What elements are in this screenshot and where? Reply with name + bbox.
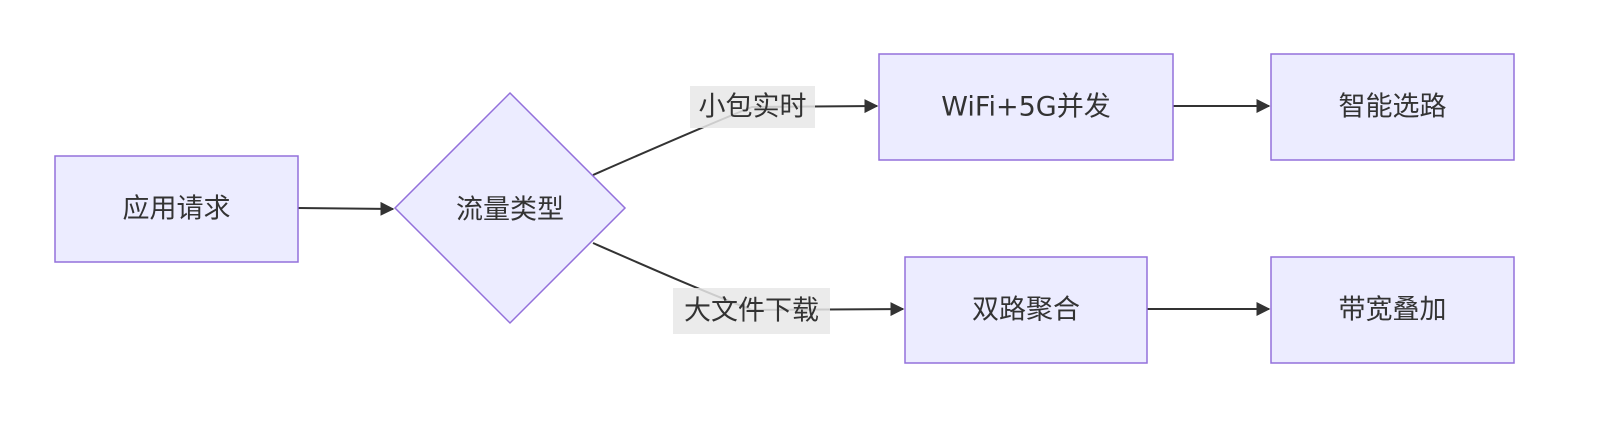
node-label: 双路聚合 — [972, 295, 1080, 326]
edge-request-to-traffic-type — [297, 201, 395, 216]
node-dual-aggregation: 双路聚合 — [904, 256, 1148, 364]
decision-diamond — [393, 91, 627, 325]
edge-label-text: 大文件下载 — [684, 296, 819, 327]
node-box — [878, 53, 1174, 161]
node-box — [1270, 256, 1515, 364]
node-box — [904, 256, 1148, 364]
node-box — [1270, 53, 1515, 161]
node-bandwidth-stack: 带宽叠加 — [1270, 256, 1515, 364]
node-label: WiFi+5G并发 — [941, 92, 1110, 123]
node-smart-routing: 智能选路 — [1270, 53, 1515, 161]
node-label: 带宽叠加 — [1339, 295, 1447, 326]
edge-label-background — [690, 86, 815, 128]
edge-label-small-realtime: 小包实时 — [690, 86, 815, 128]
node-label: 流量类型 — [456, 195, 564, 226]
edge-label-text: 小包实时 — [699, 92, 807, 123]
edge-label-background — [673, 288, 830, 334]
node-wifi-5g-concurrent: WiFi+5G并发 — [878, 53, 1174, 161]
node-traffic-type-decision: 流量类型 — [393, 91, 627, 325]
node-label: 智能选路 — [1339, 92, 1447, 123]
node-box — [54, 155, 299, 263]
node-app-request: 应用请求 — [54, 155, 299, 263]
node-label: 应用请求 — [123, 194, 231, 225]
edge-label-large-download: 大文件下载 — [673, 288, 830, 334]
